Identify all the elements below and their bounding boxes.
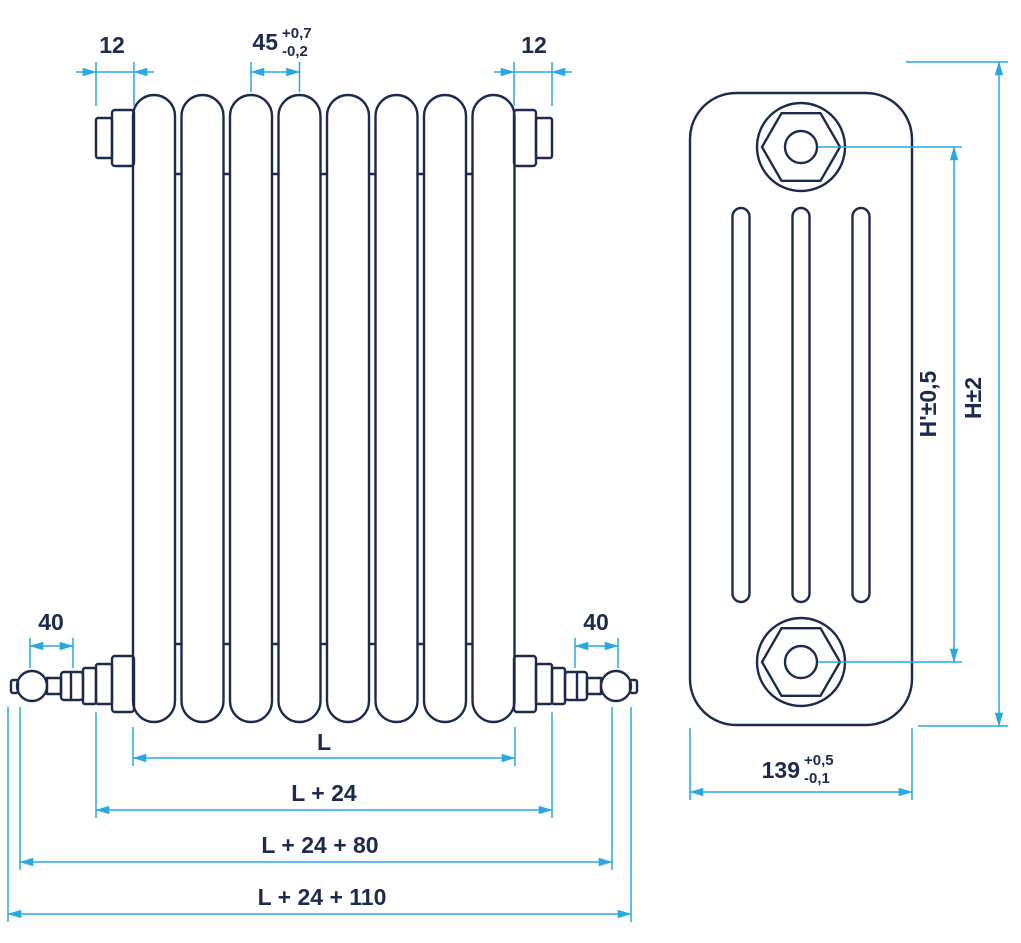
dim-height-centers-label: H'±0,5 bbox=[915, 370, 941, 437]
groove bbox=[731, 206, 751, 604]
valve-neck bbox=[45, 676, 63, 696]
dim-length-110-label: L + 24 + 110 bbox=[258, 884, 387, 910]
dim-length-label: L bbox=[317, 729, 331, 755]
dim-length-110: L + 24 + 110 bbox=[7, 707, 632, 922]
bottom-tapping-hole bbox=[783, 644, 819, 680]
valve-union-nut bbox=[550, 666, 567, 706]
radiator-tube bbox=[374, 93, 419, 724]
dim-depth: 139 +0,5 -0,1 bbox=[689, 728, 913, 800]
radiator-tube bbox=[228, 93, 274, 724]
dim-pitch-tol-plus: +0,7 bbox=[282, 25, 312, 42]
top-hex-nut bbox=[760, 111, 842, 183]
groove bbox=[851, 206, 871, 604]
valve-union-nut bbox=[81, 666, 98, 706]
dim-length-24-label: L + 24 bbox=[291, 780, 357, 806]
dim-length-80-label: L + 24 + 80 bbox=[261, 832, 378, 858]
dim-height-overall: H±2 bbox=[906, 61, 1008, 727]
groove bbox=[791, 206, 811, 604]
dim-length-80: L + 24 + 80 bbox=[19, 707, 613, 870]
dim-valve-right: 40 bbox=[574, 609, 619, 668]
dim-plug-left: 12 bbox=[76, 32, 154, 106]
dim-plug-right: 12 bbox=[494, 32, 572, 106]
dim-height-centers: H'±0,5 bbox=[818, 146, 962, 663]
dim-length: L bbox=[132, 727, 516, 766]
valve-neck bbox=[585, 676, 603, 696]
dim-plug-right-label: 12 bbox=[521, 32, 547, 58]
dim-length-24: L + 24 bbox=[95, 712, 553, 818]
side-body bbox=[688, 91, 914, 727]
left-valve bbox=[9, 666, 98, 706]
column-grooves bbox=[731, 206, 871, 604]
dim-plug-left-label: 12 bbox=[99, 32, 125, 58]
dim-depth-value: 139 bbox=[762, 757, 800, 783]
dim-valve-right-label: 40 bbox=[583, 609, 609, 635]
dim-valve-left-label: 40 bbox=[38, 609, 64, 635]
bottom-right-plug bbox=[512, 654, 554, 714]
radiator-tube bbox=[325, 93, 371, 724]
right-valve bbox=[550, 666, 639, 706]
dim-valve-left: 40 bbox=[29, 609, 74, 668]
top-tapping-hole bbox=[783, 129, 819, 165]
dim-pitch-value: 45 bbox=[252, 29, 278, 55]
valve-ball bbox=[599, 669, 633, 703]
top-left-plug bbox=[94, 108, 136, 168]
bottom-hex-nut bbox=[760, 627, 842, 697]
side-view: H'±0,5 H±2 139 +0,5 -0,1 bbox=[688, 61, 1008, 800]
dim-depth-tol-plus: +0,5 bbox=[804, 752, 834, 769]
front-view: 12 12 45 +0,7 -0,2 40 40 bbox=[7, 25, 639, 922]
radiator-tube bbox=[471, 93, 516, 724]
radiator-tubes bbox=[131, 93, 516, 724]
radiator-tube bbox=[277, 93, 322, 724]
valve-spigot bbox=[9, 678, 20, 695]
radiator-tube bbox=[180, 93, 225, 724]
radiator-tube bbox=[422, 93, 468, 724]
top-right-plug bbox=[512, 108, 554, 168]
dim-depth-tol-minus: -0,1 bbox=[804, 770, 830, 787]
dim-pitch-tol-minus: -0,2 bbox=[282, 43, 308, 60]
dim-height-overall-label: H±2 bbox=[960, 377, 986, 419]
radiator-tube bbox=[131, 93, 177, 724]
valve-ball bbox=[15, 669, 49, 703]
valve-spigot bbox=[628, 678, 639, 695]
dim-pitch: 45 +0,7 -0,2 bbox=[250, 25, 312, 92]
bottom-left-plug bbox=[94, 654, 136, 714]
